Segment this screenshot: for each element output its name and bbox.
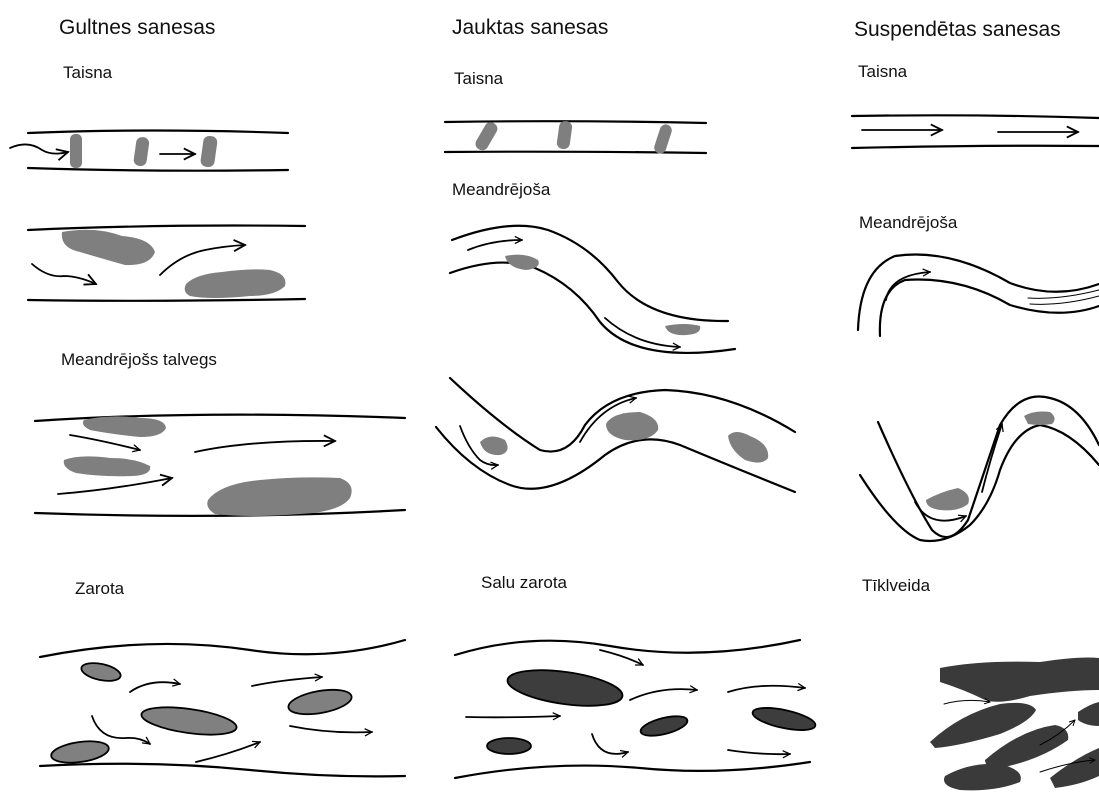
bedload-straight-alternate-bars [28,226,305,301]
bedload-meandering-thalweg-channel [35,415,405,516]
bedload-braided-channel [40,640,405,776]
suspended-straight-channel [852,115,1099,148]
mixed-straight-channel [445,120,706,155]
bedload-straight-channel [10,131,288,171]
mixed-sinuous-channel [436,378,795,492]
suspended-anastomosing-channel [930,658,1099,791]
suspended-meandering-channel [858,255,1099,336]
suspended-sinuous-channel [860,397,1099,541]
mixed-island-braided-channel [455,640,817,778]
mixed-meandering-channel [450,226,735,353]
